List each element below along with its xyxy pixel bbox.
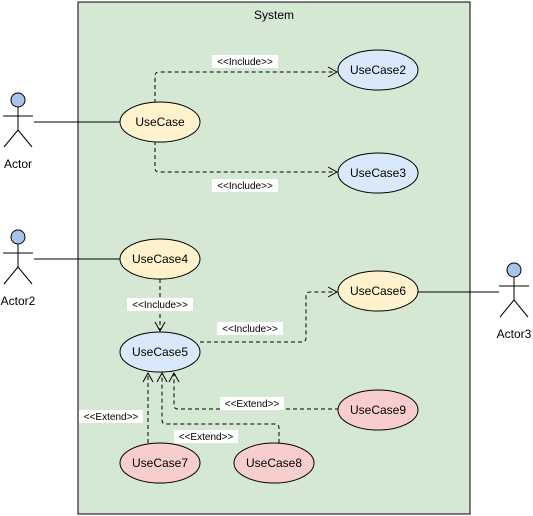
extend-label-usecase8: <<Extend>> — [179, 432, 234, 443]
use-case-label: UseCase3 — [350, 166, 406, 180]
use-case-usecase[interactable]: UseCase — [119, 101, 201, 143]
dependency-lines — [147, 71, 339, 443]
use-case-usecase6[interactable]: UseCase6 — [337, 270, 419, 312]
association-lines — [34, 121, 499, 293]
use-case-label: UseCase6 — [350, 284, 406, 298]
arrowhead-usecase2 — [327, 66, 339, 78]
extend-label-usecase7: <<Extend>> — [84, 412, 139, 423]
actor-label: Actor3 — [497, 327, 532, 341]
include-label-usecase2: <<Include>> — [217, 57, 273, 68]
actor-label: Actor — [4, 157, 32, 171]
include-edge-usecase-usecase2 — [154, 71, 336, 103]
use-case-usecase3[interactable]: UseCase3 — [337, 152, 419, 194]
actor-actor2[interactable]: Actor2 — [1, 229, 36, 308]
use-case-label: UseCase9 — [350, 403, 406, 417]
include-label-usecase3: <<Include>> — [217, 181, 273, 192]
arrowhead-usecase5-from8 — [156, 371, 168, 383]
use-case-usecase5[interactable]: UseCase5 — [119, 331, 201, 373]
arrowhead-usecase5-from9 — [168, 371, 180, 383]
actor-head-icon — [506, 262, 522, 278]
include-edge-usecase5-usecase6 — [200, 291, 336, 343]
include-label-usecase6: <<Include>> — [222, 324, 278, 335]
actor-head-icon — [10, 229, 26, 245]
arrowhead-usecase5-top — [154, 321, 166, 333]
actor-label: Actor2 — [1, 294, 36, 308]
actor-actor3[interactable]: Actor3 — [497, 262, 532, 341]
extend-edge-usecase9-usecase5 — [173, 374, 339, 410]
use-cases: UseCase UseCase2 UseCase3 UseCase4 UseCa… — [119, 49, 419, 484]
arrowheads — [142, 66, 339, 383]
use-case-label: UseCase — [135, 115, 185, 129]
use-case-label: UseCase2 — [350, 63, 406, 77]
extend-edge-usecase8-usecase5 — [161, 374, 280, 443]
use-case-label: UseCase4 — [132, 252, 188, 266]
actor-head-icon — [10, 92, 26, 108]
actor-actor[interactable]: Actor — [3, 92, 33, 171]
use-case-label: UseCase7 — [132, 456, 188, 470]
use-case-usecase4[interactable]: UseCase4 — [119, 238, 201, 280]
use-case-label: UseCase8 — [246, 456, 302, 470]
use-case-usecase2[interactable]: UseCase2 — [337, 49, 419, 91]
use-case-label: UseCase5 — [132, 345, 188, 359]
include-label-usecase5: <<Include>> — [132, 300, 188, 311]
arrowhead-usecase6 — [327, 286, 339, 298]
extend-label-usecase9: <<Extend>> — [225, 399, 280, 410]
use-case-usecase8[interactable]: UseCase8 — [233, 442, 315, 484]
use-case-usecase7[interactable]: UseCase7 — [119, 442, 201, 484]
system-title: System — [254, 8, 294, 22]
arrowhead-usecase3 — [327, 166, 339, 178]
actors: Actor Actor2 Actor3 — [1, 92, 532, 341]
include-edge-usecase-usecase3 — [154, 141, 336, 173]
use-case-usecase9[interactable]: UseCase9 — [337, 389, 419, 431]
relation-labels: <<Include>> <<Include>> <<Include>> <<In… — [79, 55, 284, 443]
arrowhead-usecase5-from7 — [142, 371, 154, 383]
